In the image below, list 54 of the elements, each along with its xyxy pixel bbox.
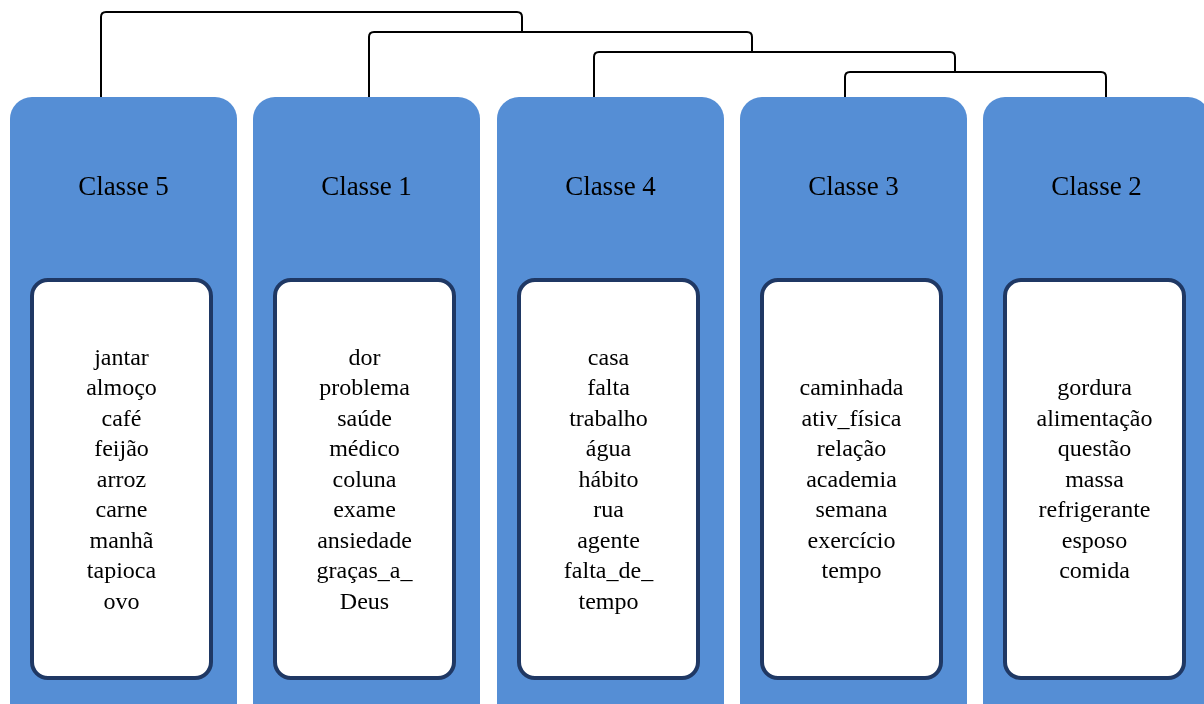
word: falta_de_ tempo: [563, 556, 654, 616]
word: jantar: [94, 342, 149, 372]
word: comida: [1059, 556, 1130, 586]
word: coluna: [332, 464, 397, 494]
word-list-box: [760, 278, 943, 680]
word: saúde: [337, 403, 392, 433]
word: problema: [319, 373, 410, 403]
word: feijão: [94, 434, 149, 464]
word: semana: [815, 495, 888, 525]
word: caminhada: [799, 373, 904, 403]
word: almoço: [86, 373, 157, 403]
word: gordura: [1057, 373, 1132, 403]
class-column: [983, 97, 1204, 704]
word: massa: [1065, 464, 1124, 494]
word: ansiedade: [317, 525, 412, 555]
word-list-box: [273, 278, 456, 680]
class-column: [740, 97, 967, 704]
word: academia: [806, 464, 897, 494]
word: ativ_física: [801, 403, 902, 433]
word: esposo: [1061, 525, 1128, 555]
class-title: Classe 2: [1050, 170, 1143, 203]
class-title: Classe 4: [564, 170, 657, 203]
word: casa: [587, 342, 630, 372]
word: falta: [587, 373, 630, 403]
word: tapioca: [86, 556, 157, 586]
class-column: [253, 97, 480, 704]
word-list-box: [30, 278, 213, 680]
class-column: [497, 97, 724, 704]
class-title: Classe 1: [320, 170, 413, 203]
word: dor: [348, 342, 381, 372]
class-column: [10, 97, 237, 704]
word: água: [585, 434, 632, 464]
word-list-box: [517, 278, 700, 680]
word: relação: [816, 434, 887, 464]
class-title: Classe 5: [77, 170, 170, 203]
word-list-box: [1003, 278, 1186, 680]
word: café: [101, 403, 142, 433]
word: agente: [577, 525, 640, 555]
word: hábito: [578, 464, 639, 494]
word: exame: [333, 495, 396, 525]
word: graças_a_ Deus: [316, 556, 413, 616]
word: questão: [1057, 434, 1132, 464]
class-title: Classe 3: [807, 170, 900, 203]
word: trabalho: [569, 403, 648, 433]
word: médico: [329, 434, 400, 464]
word: arroz: [96, 464, 147, 494]
word: carne: [95, 495, 148, 525]
word: refrigerante: [1038, 495, 1151, 525]
word: exercício: [807, 525, 896, 555]
word: alimentação: [1036, 403, 1153, 433]
word: tempo: [821, 556, 882, 586]
word: ovo: [103, 586, 140, 616]
word: manhã: [89, 525, 154, 555]
word: rua: [593, 495, 624, 525]
